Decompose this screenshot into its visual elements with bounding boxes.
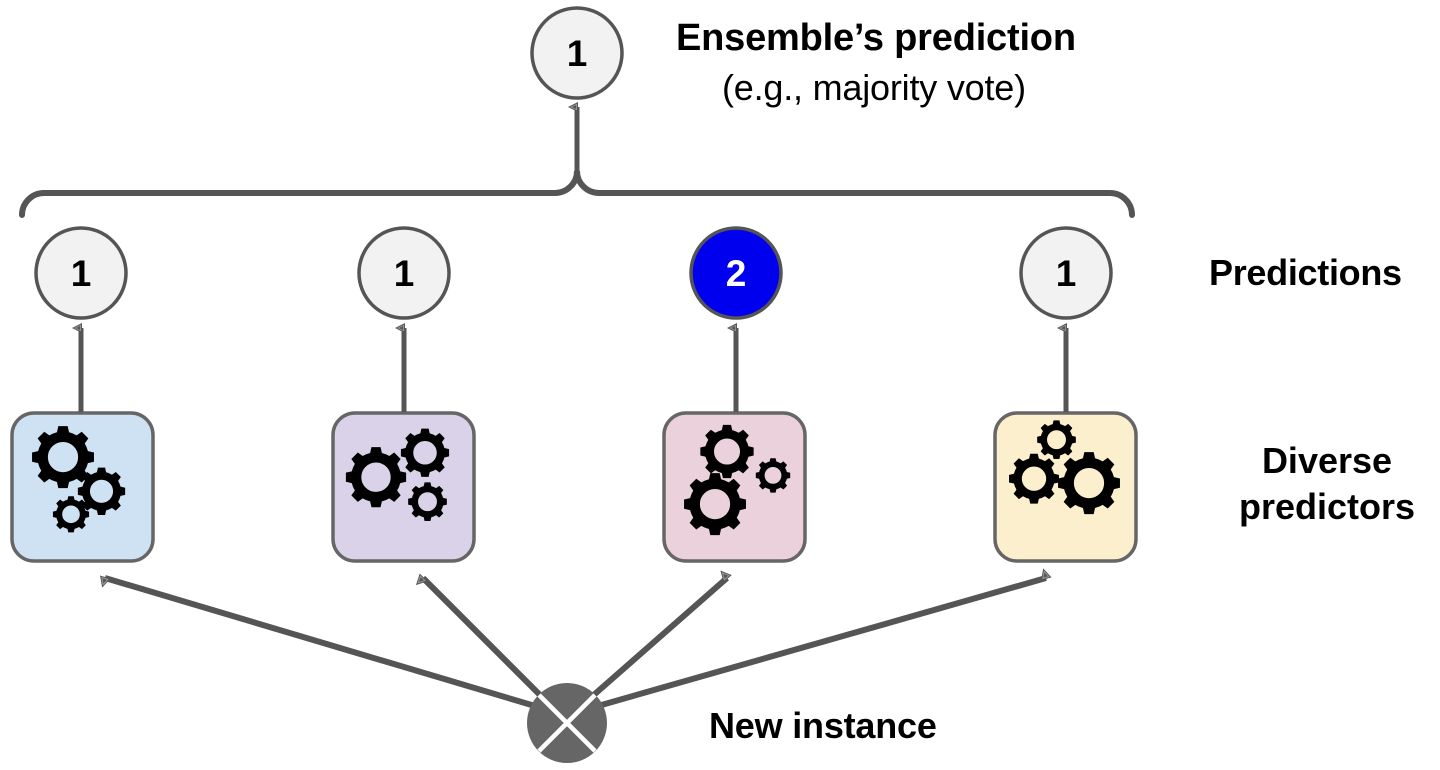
cross-lines [537, 693, 597, 753]
prediction-node-3-value: 2 [725, 253, 747, 294]
predictor-box-4[interactable] [993, 411, 1138, 563]
predictions-label: Predictions [1209, 252, 1402, 293]
new-instance-node[interactable] [527, 683, 607, 763]
ensemble-node-value: 1 [566, 33, 588, 74]
connector-instance-predictor-2 [415, 573, 548, 703]
prediction-node-1-value: 1 [70, 253, 92, 294]
prediction-nodes-group [34, 226, 1113, 320]
prediction-node-3[interactable] [689, 226, 783, 320]
new-instance-label: New instance [709, 705, 937, 746]
predictor-to-prediction-connectors [72, 323, 1069, 412]
prediction-node-4[interactable] [1019, 226, 1113, 320]
predictor-box-1[interactable] [10, 411, 155, 563]
prediction-node-1[interactable] [34, 226, 128, 320]
ensemble-prediction-node[interactable] [530, 6, 624, 100]
diverse-predictors-label: Diverse predictors [1238, 440, 1416, 527]
connector-instance-predictor-3 [586, 570, 732, 703]
aggregation-brace [19, 170, 1135, 218]
predictor-box-3[interactable] [662, 411, 807, 563]
prediction-node-4-value: 1 [1055, 253, 1077, 294]
prediction-node-2-value: 1 [393, 253, 415, 294]
ensemble-prediction-subtitle: (e.g., majority vote) [722, 67, 1026, 108]
instance-to-predictors-connectors [100, 568, 1052, 709]
predictor-boxes-group [10, 411, 1138, 563]
prediction-node-2[interactable] [357, 226, 451, 320]
connector-instance-predictor-4 [597, 568, 1052, 709]
connector-instance-predictor-1 [100, 575, 536, 709]
predictor-box-2[interactable] [331, 411, 476, 563]
ensemble-prediction-title: Ensemble’s prediction [676, 17, 1076, 59]
